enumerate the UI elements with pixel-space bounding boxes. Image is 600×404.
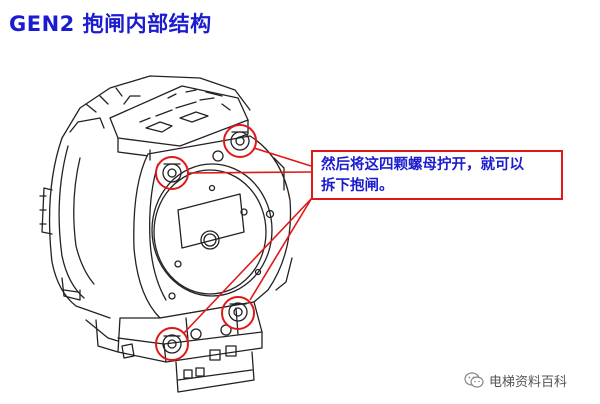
- callout-line-2: 拆下抱闸。: [321, 178, 394, 194]
- highlight-circle-bottom-right: [221, 296, 255, 330]
- leader-line-top-right: [253, 147, 312, 167]
- highlight-circle-bottom-left: [155, 327, 189, 361]
- wechat-icon: [464, 371, 484, 388]
- nut-top-right: [230, 131, 250, 151]
- leader-line-bottom-right: [249, 195, 314, 301]
- watermark: 电梯资料百科: [464, 370, 567, 390]
- nut-bottom-left: [162, 334, 182, 354]
- brake-front-plate: [133, 135, 293, 319]
- callout-line-1: 然后将这四颗螺母拧开，就可以: [321, 157, 524, 173]
- leader-line-bottom-left: [183, 197, 313, 334]
- watermark-text: 电梯资料百科: [489, 374, 568, 390]
- nut-bottom-right: [228, 302, 248, 322]
- nut-top-left: [162, 163, 182, 183]
- page-title: GEN2 抱闸内部结构: [9, 12, 212, 36]
- callout-box: 然后将这四颗螺母拧开，就可以 拆下抱闸。: [311, 150, 563, 200]
- highlight-circle-top-right: [223, 124, 257, 158]
- leader-line-top-left: [187, 171, 312, 174]
- top-cover: [109, 85, 249, 161]
